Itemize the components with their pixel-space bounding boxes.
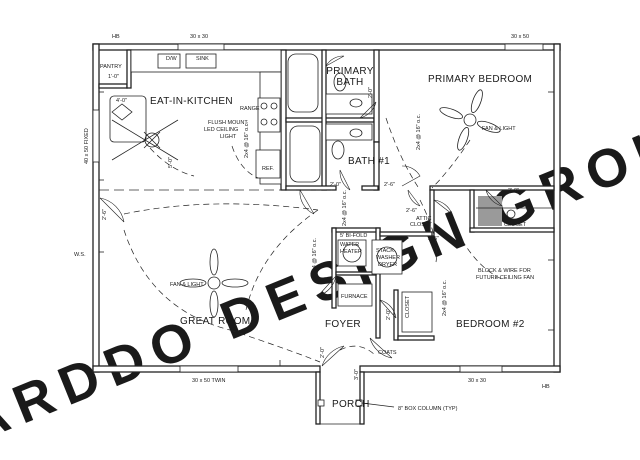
note-sink: SINK (196, 56, 209, 62)
room-coats: COATS (378, 350, 397, 356)
dim-bath-b: 2'-0" (368, 87, 374, 98)
note-ref: REF. (262, 166, 274, 172)
note-ws: W.S. (74, 252, 86, 258)
room-foyer: FOYER (325, 319, 361, 330)
window-kitchen-top: 30 x 30 (190, 34, 208, 40)
room-closet-hall: CLOSET (405, 295, 411, 318)
kitchen-fixtures (109, 49, 282, 185)
ceiling-joist-kitchen: 2x4 @ 16" o.c. (244, 122, 250, 158)
room-furnace: FURNACE (341, 294, 368, 300)
door-swings (99, 55, 503, 367)
exterior-walls (92, 43, 561, 373)
dim-bed2: 2'-0" (508, 188, 519, 194)
ceiling-joist-hall: 2x4 @ 16" o.c. (342, 190, 348, 226)
room-eat-in-kitchen: EAT-IN-KITCHEN (150, 96, 233, 107)
bath-fixtures (287, 53, 373, 183)
mechanical-fixtures (337, 196, 554, 333)
note-range: RANGE (240, 106, 260, 112)
ceiling-box-icon (506, 209, 516, 219)
room-pantry: PANTRY (100, 64, 122, 70)
note-bifold: 5' BI-FOLD (340, 233, 367, 239)
note-fan-light-great: FAN & LIGHT (170, 282, 204, 288)
dim-pantry: 1'-0" (108, 74, 119, 80)
dim-kitchen-lower: 5'-0" (168, 157, 174, 168)
dim-kitchen: 4'-0" (116, 98, 127, 104)
note-fan-light-primary: FAN & LIGHT (482, 126, 516, 132)
note-hb-top: HB (112, 34, 120, 40)
room-porch: PORCH (332, 399, 370, 410)
window-great-room-bottom: 30 x 50 TWIN (192, 378, 226, 384)
porch-column (317, 399, 325, 407)
room-primary-bedroom: PRIMARY BEDROOM (428, 74, 532, 85)
interior-walls (98, 49, 555, 425)
window-bedroom2-bottom: 30 x 30 (468, 378, 486, 384)
dim-closet: 2'-0" (386, 309, 392, 320)
outlet-marks (99, 91, 554, 366)
electrical-wiring (123, 117, 505, 363)
dim-bath-a: 2'-0" (330, 182, 341, 188)
window-kitchen-left: 40 x 50 FIXED (84, 128, 90, 164)
ceiling-joist-great: 2x4 @ 16" o.c. (312, 238, 318, 274)
dim-foyer: 2'-0" (320, 347, 326, 358)
fan-icon-primary (439, 89, 501, 151)
fan-icon (179, 248, 249, 318)
dim-bed-a: 2'-6" (384, 182, 395, 188)
room-great-room: GREAT ROOM (180, 316, 250, 327)
ceiling-joist-bath: 2x4 @ 16" o.c. (416, 114, 422, 150)
room-bedroom-2: BEDROOM #2 (456, 319, 525, 330)
room-closet-bed2: CLOSET (504, 222, 527, 228)
note-hb-bottom: HB (542, 384, 550, 390)
window-bedroom-top: 30 x 50 (511, 34, 529, 40)
note-box-column: 8" BOX COLUMN (TYP) (398, 406, 458, 412)
note-dw: D/W (166, 56, 178, 62)
ceiling-joist-bed2: 2x4 @ 16" o.c. (442, 280, 448, 316)
dim-hall: 2'-6" (406, 208, 417, 214)
dim-left: 2'-6" (102, 209, 108, 220)
dim-porch: 3'-0" (354, 369, 360, 380)
room-bath-1: BATH #1 (348, 156, 390, 167)
kitchen-light-icon (143, 131, 161, 149)
dim-bed-b: 2'-6" (428, 236, 439, 242)
